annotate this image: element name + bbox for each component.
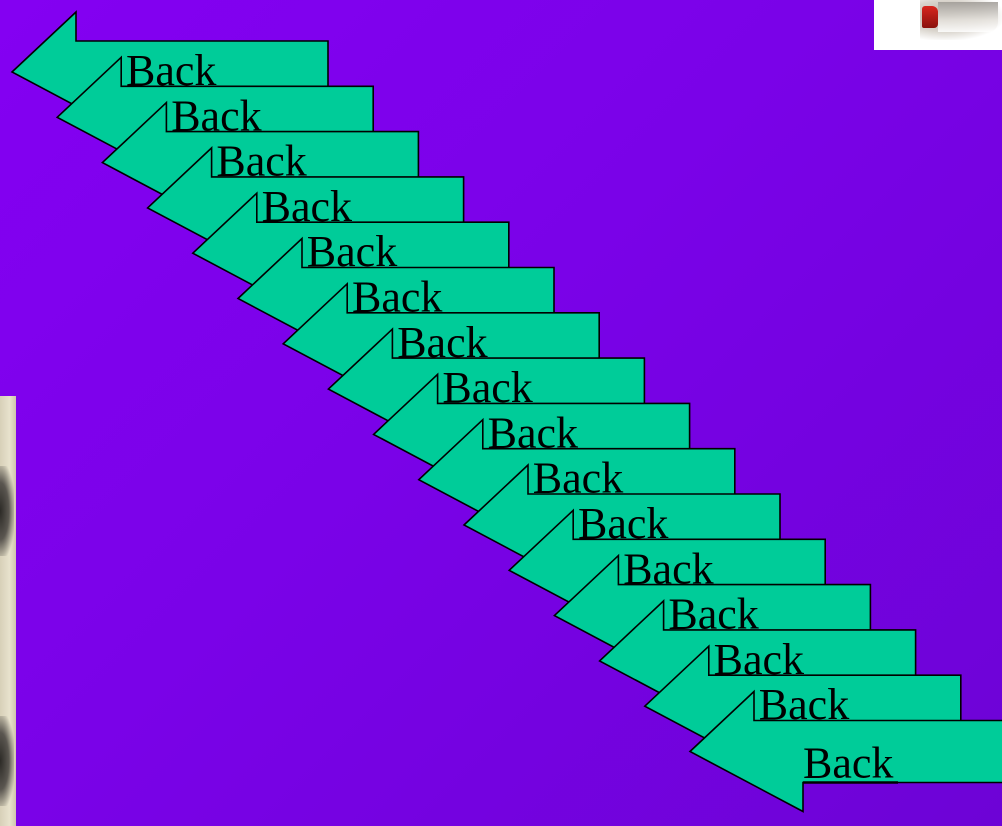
- back-link-label[interactable]: Back: [803, 739, 893, 788]
